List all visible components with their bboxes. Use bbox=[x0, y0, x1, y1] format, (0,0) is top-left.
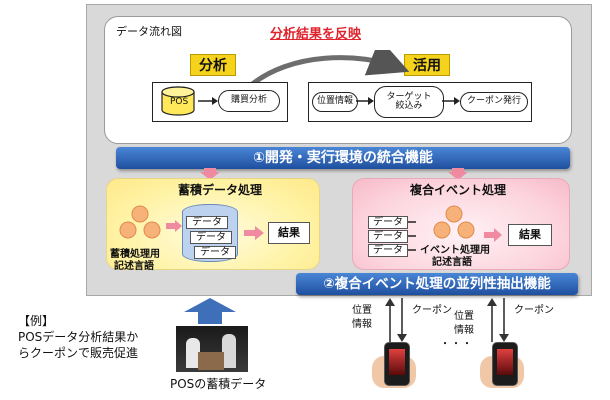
ellipsis-label: ・・・ bbox=[440, 340, 473, 350]
pos-caption: POSの蓄積データ bbox=[170, 378, 266, 390]
integration-bar: ①開発・実行環境の統合機能 bbox=[116, 147, 570, 169]
cep-result: 結果 bbox=[508, 224, 552, 246]
data-item: データ bbox=[368, 216, 408, 229]
bidirectional-arrow-icon bbox=[486, 298, 510, 342]
mobile-info-label: 情報 bbox=[352, 320, 372, 330]
target-narrowing-node: ターゲット 絞込み bbox=[374, 86, 444, 118]
bidirectional-arrow-icon bbox=[384, 298, 408, 342]
arrow-icon bbox=[442, 96, 462, 106]
purchase-analysis-node: 購買分析 bbox=[218, 90, 280, 112]
mobile-coupon-label: クーポン bbox=[412, 306, 452, 316]
pos-label: POS bbox=[170, 98, 188, 107]
arrow-icon bbox=[198, 96, 220, 106]
cep-lang-line2: 記述言語 bbox=[432, 258, 472, 268]
feedback-label: 分析結果を反映 bbox=[270, 28, 361, 41]
data-item: データ bbox=[194, 246, 236, 259]
storage-lang-line1: 蓄積処理用 bbox=[110, 250, 160, 260]
smartphone-icon bbox=[384, 342, 410, 386]
smartphone-icon bbox=[492, 342, 518, 386]
storage-title: 蓄積データ処理 bbox=[178, 184, 262, 196]
flow-title: データ流れ図 bbox=[116, 26, 182, 37]
upload-arrow-icon bbox=[184, 298, 236, 324]
bubble-cluster-icon bbox=[430, 204, 478, 244]
mobile-location-label: 位置 bbox=[454, 312, 474, 322]
arrow-icon bbox=[484, 228, 502, 242]
data-item: データ bbox=[368, 244, 408, 257]
location-info-node: 位置情報 bbox=[312, 92, 358, 112]
storage-result: 結果 bbox=[268, 222, 310, 244]
person-figure bbox=[222, 334, 236, 368]
cep-title: 複合イベント処理 bbox=[410, 184, 506, 196]
target-line2: 絞込み bbox=[395, 102, 422, 111]
arrow-icon bbox=[356, 96, 376, 106]
storage-lang-line2: 記述言語 bbox=[114, 262, 154, 272]
bubble-cluster-icon bbox=[116, 204, 164, 244]
arrow-icon bbox=[166, 220, 182, 232]
analysis-tag: 分析 bbox=[190, 54, 236, 76]
example-line2: らクーポンで販売促進 bbox=[18, 347, 138, 359]
usage-tag: 活用 bbox=[404, 54, 450, 76]
mobile-info-label: 情報 bbox=[454, 326, 474, 336]
arrow-icon bbox=[244, 226, 264, 240]
data-item: データ bbox=[368, 230, 408, 243]
example-heading: 【例】 bbox=[18, 315, 54, 327]
data-item: データ bbox=[186, 216, 228, 229]
arrow-icon bbox=[408, 216, 418, 256]
data-item: データ bbox=[190, 231, 232, 244]
coupon-issue-node: クーポン発行 bbox=[460, 92, 528, 112]
cep-lang-line1: イベント処理用 bbox=[420, 246, 490, 256]
example-line1: POSデータ分析結果か bbox=[18, 331, 138, 343]
counter-figure bbox=[198, 352, 224, 370]
parallelism-bar: ②複合イベント処理の並列性抽出機能 bbox=[296, 273, 578, 295]
mobile-location-label: 位置 bbox=[352, 306, 372, 316]
mobile-coupon-label: クーポン bbox=[514, 306, 554, 316]
